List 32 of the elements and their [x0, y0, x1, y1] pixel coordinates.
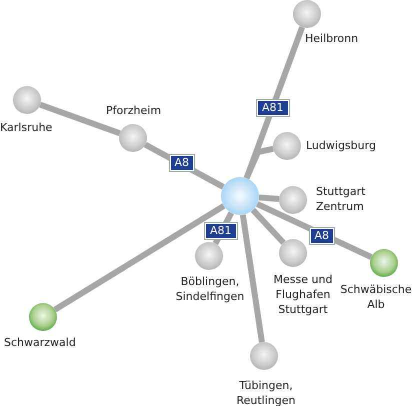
place-label: Schwarzwald: [4, 335, 76, 350]
location-circle: [119, 124, 147, 152]
location-circle: [221, 177, 259, 215]
motorway-sign: A81: [205, 223, 237, 239]
place-label: Heilbronn: [305, 31, 358, 46]
place-label: Messe und Flughafen Stuttgart: [272, 272, 334, 317]
road-line: [244, 146, 274, 180]
road-line: [53, 203, 226, 312]
location-circle: [250, 342, 278, 370]
motorway-sign: A8: [310, 228, 334, 244]
road-line: [244, 26, 305, 180]
road-line: [240, 214, 265, 343]
location-circle: [273, 132, 301, 160]
location-circle: [293, 0, 321, 28]
place-label: Tübingen, Reutlingen: [236, 378, 296, 406]
place-label: Pforzheim: [106, 103, 162, 118]
location-circle: [13, 86, 41, 114]
road-line: [39, 102, 121, 136]
place-label: Böblingen, Sindelfingen: [174, 274, 246, 304]
road-line: [258, 194, 280, 202]
location-circle: [195, 242, 223, 270]
motorway-sign: A81: [257, 100, 289, 116]
motorway-sign: A8: [170, 155, 194, 171]
location-circle: [279, 239, 307, 267]
road-line: [250, 208, 286, 245]
location-circle: [370, 249, 398, 277]
place-label: Stuttgart Zentrum: [316, 184, 366, 214]
place-label: Karlsruhe: [0, 120, 52, 135]
location-circle: [29, 303, 57, 331]
location-circle: [279, 186, 307, 214]
place-label: Schwäbische Alb: [339, 282, 413, 312]
place-label: Ludwigsburg: [306, 138, 376, 153]
